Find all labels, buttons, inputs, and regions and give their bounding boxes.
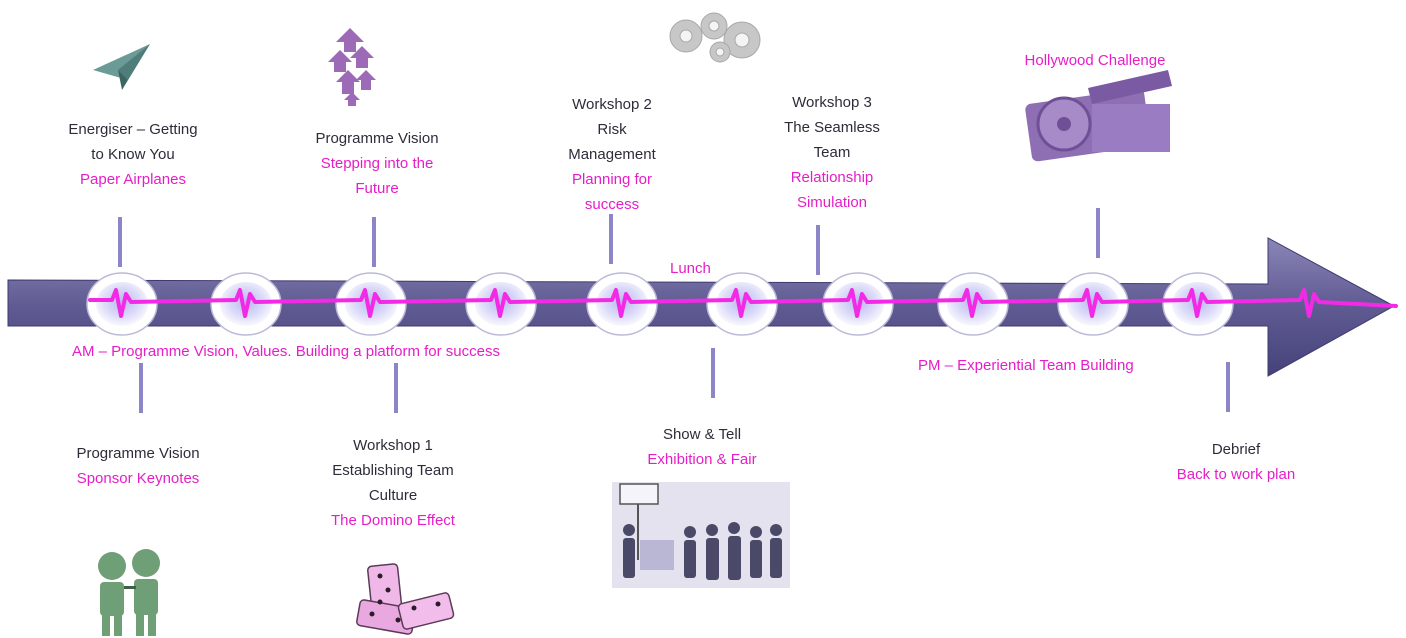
connector-workshop-1 [394,363,398,413]
label-show-tell: Show & Tell Exhibition & Fair [647,426,757,468]
connector-hollywood [1096,208,1100,258]
timeline-arrow [7,237,1396,377]
label-programme-vision-top: Programme Vision Stepping into the Futur… [315,130,439,197]
label-hollywood: Hollywood Challenge [1024,52,1166,69]
connector-workshop-2 [609,214,613,264]
connector-sponsor-keynotes [139,363,143,413]
label-workshop-2: Workshop 2 Risk Management Planning for … [568,96,656,213]
connector-workshop-3 [816,225,820,275]
lunch-label: Lunch [670,260,711,277]
connector-programme-vision-top [372,217,376,267]
pm-caption: PM – Experiential Team Building [918,357,1134,374]
am-caption: AM – Programme Vision, Values. Building … [72,343,500,360]
label-workshop-1: Workshop 1 Establishing Team Culture The… [331,437,455,529]
label-workshop-3: Workshop 3 The Seamless Team Relationshi… [784,94,880,211]
label-programme-vision-bottom: Programme Vision Sponsor Keynotes [76,445,200,487]
pulse-line [88,288,1398,318]
connector-energiser [118,217,122,267]
connector-show-tell [711,348,715,398]
label-debrief: Debrief Back to work plan [1176,441,1296,483]
connector-debrief [1226,362,1230,412]
label-energiser: Energiser – Getting to Know You Paper Ai… [68,121,198,188]
